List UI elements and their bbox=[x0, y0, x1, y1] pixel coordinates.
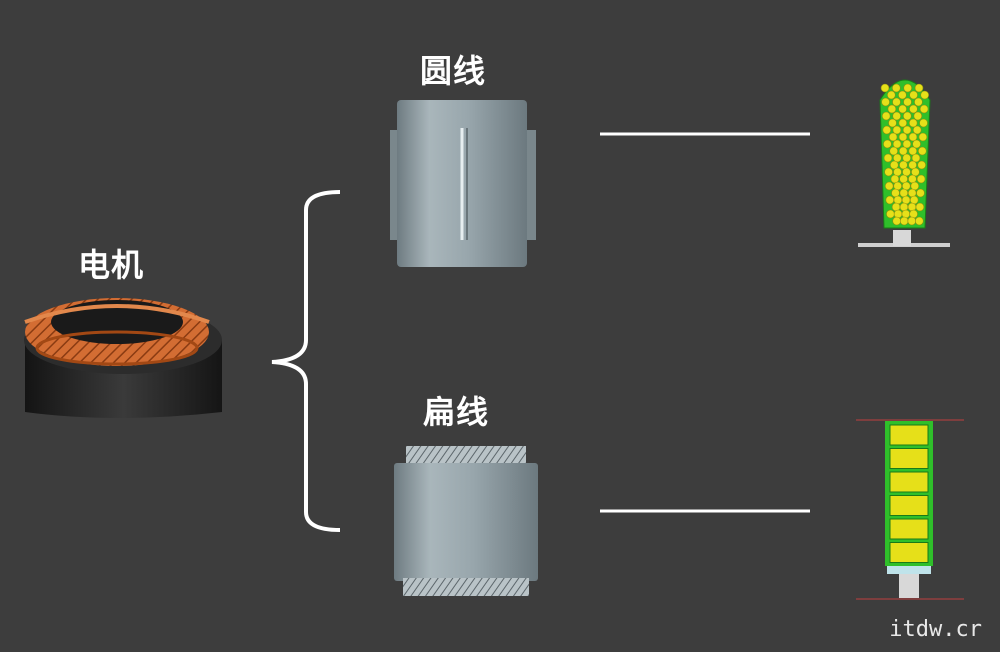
round-conductor bbox=[886, 209, 895, 219]
round-conductor bbox=[898, 132, 908, 142]
round-conductor bbox=[914, 97, 923, 107]
round-conductor bbox=[902, 111, 912, 121]
round-conductor bbox=[886, 90, 896, 100]
round-conductor bbox=[892, 125, 902, 135]
round-conductor bbox=[899, 216, 909, 226]
round-conductor bbox=[888, 132, 898, 142]
round-conductor bbox=[888, 118, 897, 128]
round-conductor bbox=[912, 125, 922, 135]
round-wire-label: 圆线 bbox=[420, 52, 487, 90]
round-conductor bbox=[908, 146, 918, 156]
round-conductor bbox=[902, 153, 912, 163]
round-conductor bbox=[880, 83, 890, 93]
round-conductor bbox=[887, 104, 897, 114]
round-conductor bbox=[909, 90, 918, 100]
round-conductor bbox=[893, 195, 903, 205]
flat-conductor bbox=[889, 471, 929, 493]
round-conductor bbox=[914, 83, 924, 93]
round-conductor bbox=[881, 111, 891, 121]
round-conductor bbox=[902, 125, 912, 135]
round-conductor bbox=[892, 139, 902, 149]
round-conductor bbox=[898, 104, 907, 114]
motor-label: 电机 bbox=[78, 246, 145, 284]
flat-wire-stator-image bbox=[394, 446, 538, 596]
round-conductor bbox=[883, 139, 892, 149]
round-conductor bbox=[908, 132, 918, 142]
round-conductor bbox=[917, 160, 927, 170]
flat-wire-slot-section bbox=[856, 419, 964, 600]
round-conductor bbox=[912, 139, 921, 149]
round-conductor bbox=[903, 97, 912, 107]
round-conductor bbox=[892, 97, 901, 107]
round-conductor bbox=[911, 153, 921, 163]
round-conductor bbox=[920, 90, 930, 100]
round-conductor bbox=[885, 195, 895, 205]
round-conductor bbox=[898, 146, 908, 156]
round-conductor bbox=[909, 104, 918, 114]
round-conductor bbox=[916, 188, 925, 198]
round-conductor bbox=[899, 160, 908, 170]
motor-stator-image bbox=[24, 298, 222, 418]
round-conductor bbox=[882, 125, 892, 135]
round-conductor bbox=[898, 118, 908, 128]
round-conductor bbox=[913, 111, 923, 121]
round-conductor bbox=[889, 160, 899, 170]
flat-conductor bbox=[889, 518, 929, 540]
round-conductor bbox=[881, 97, 890, 107]
round-conductor bbox=[891, 83, 901, 93]
flat-conductor bbox=[889, 495, 929, 516]
round-conductor bbox=[919, 118, 928, 128]
round-conductor bbox=[915, 202, 925, 212]
round-conductor bbox=[918, 132, 928, 142]
round-conductor bbox=[914, 216, 924, 226]
round-conductor bbox=[889, 146, 899, 156]
round-conductor bbox=[907, 216, 917, 226]
round-conductor bbox=[898, 90, 907, 100]
round-wire-slot-section bbox=[858, 79, 950, 247]
round-conductor bbox=[901, 209, 911, 219]
round-conductor bbox=[919, 104, 929, 114]
flat-conductor bbox=[889, 448, 929, 469]
watermark: itdw.cr bbox=[889, 617, 982, 642]
round-conductor bbox=[908, 118, 918, 128]
round-conductor bbox=[892, 111, 902, 121]
round-conductor bbox=[916, 174, 926, 184]
round-conductor bbox=[907, 202, 917, 212]
brace-connector bbox=[271, 190, 341, 532]
round-conductor bbox=[917, 146, 927, 156]
round-conductor bbox=[884, 181, 894, 191]
round-conductor bbox=[892, 216, 902, 226]
round-wire-stator-image bbox=[390, 100, 536, 267]
flat-conductor bbox=[889, 542, 929, 563]
round-conductor bbox=[884, 167, 893, 177]
flat-conductor bbox=[889, 424, 929, 446]
round-conductor bbox=[909, 209, 918, 219]
flat-wire-label: 扁线 bbox=[423, 393, 490, 431]
round-conductor bbox=[903, 83, 913, 93]
round-conductor bbox=[883, 153, 893, 163]
round-conductor bbox=[902, 139, 912, 149]
round-conductor bbox=[893, 209, 903, 219]
